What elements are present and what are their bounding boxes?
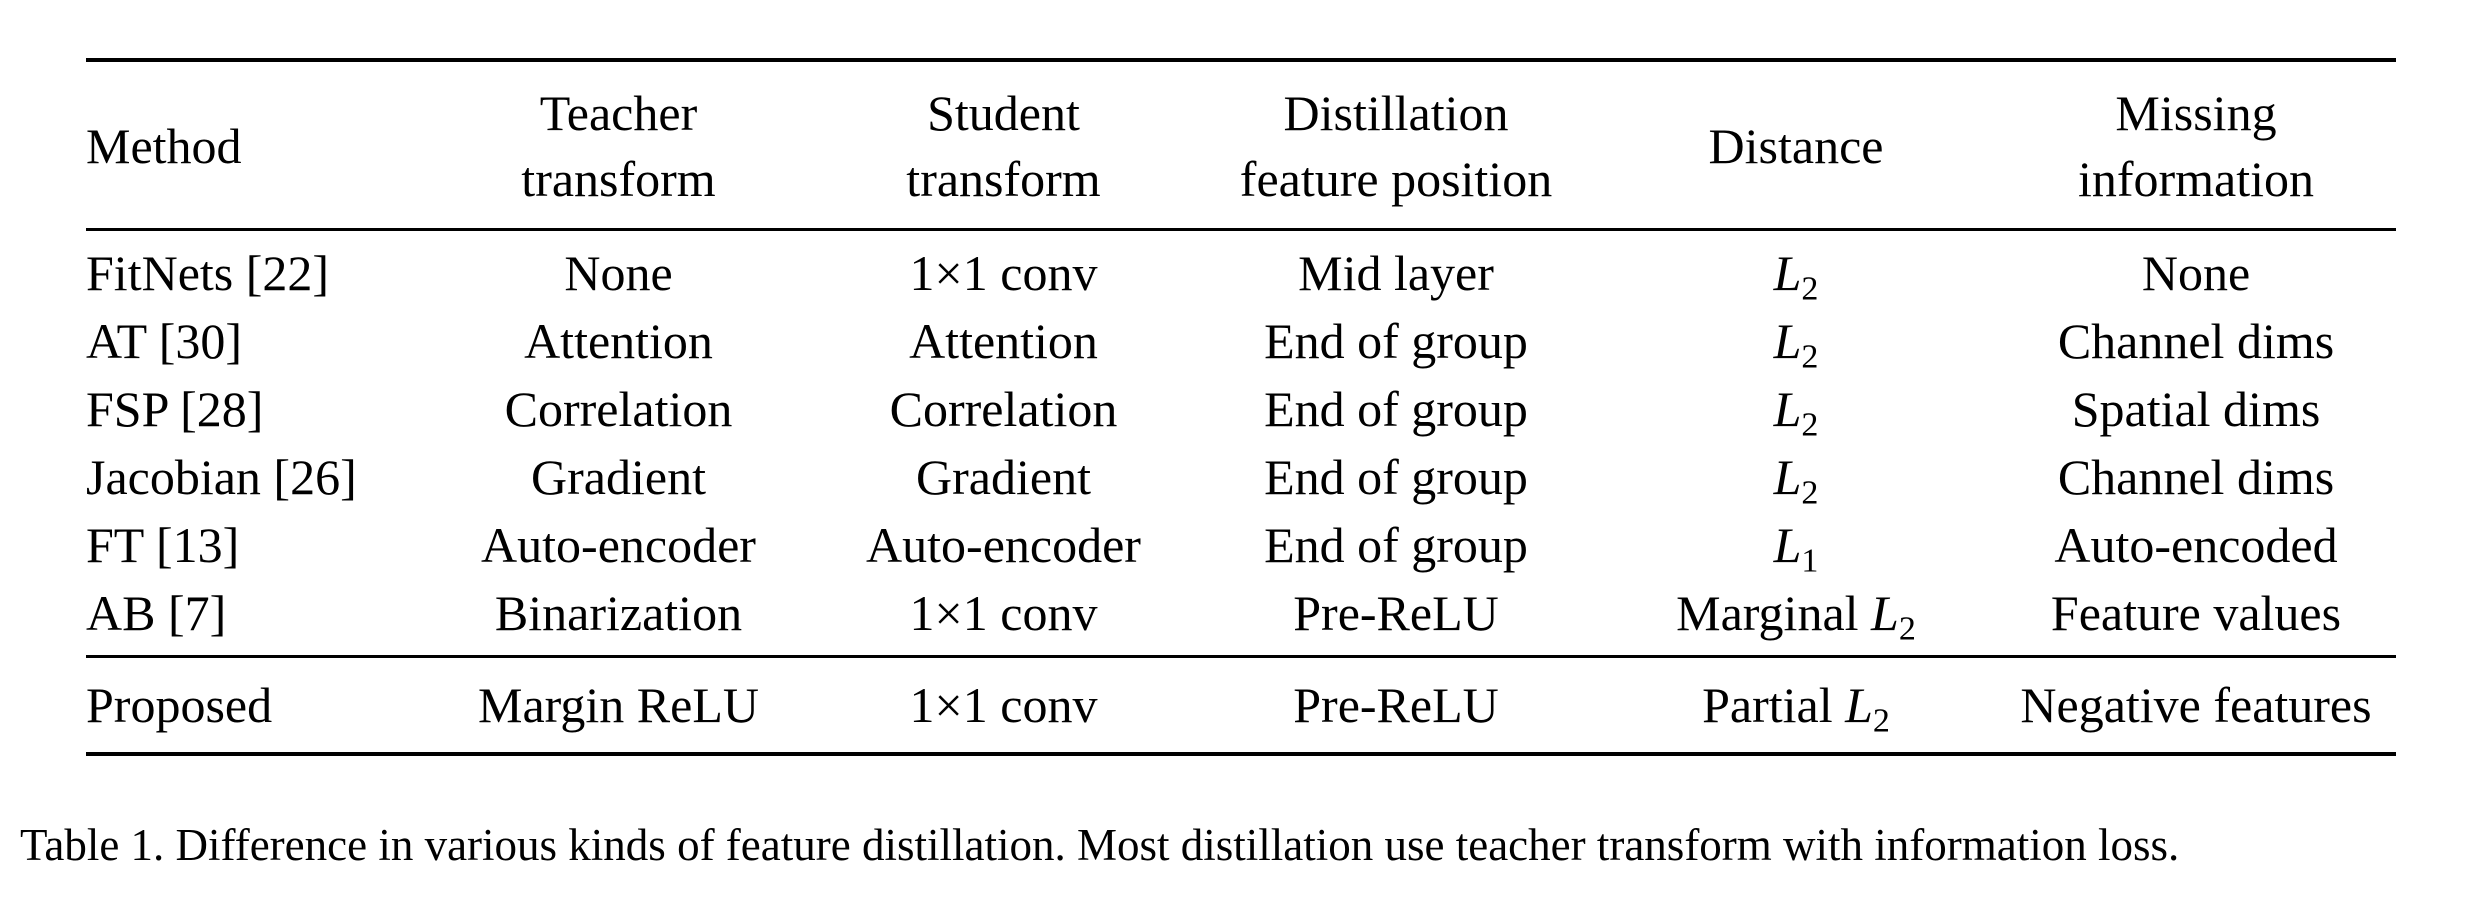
cell-feature-position: End of group <box>1264 517 1528 573</box>
cell-distance: Marginal L2 <box>1676 585 1916 648</box>
table-row: FitNets [22] None 1×1 conv Mid layer L2 None <box>86 230 2396 308</box>
cell-distance: L2 <box>1596 375 1996 443</box>
cell-teacher-transform: Attention <box>524 313 713 369</box>
table-row-proposed: Proposed Margin ReLU 1×1 conv Pre-ReLU Parti… <box>86 656 2396 754</box>
cell-teacher-transform: None <box>564 245 673 301</box>
cell-missing-information: Channel dims <box>2057 449 2335 505</box>
header-method-label: Method <box>86 118 242 174</box>
cell-feature-position: End of group <box>1264 313 1528 369</box>
math-subscript: 2 <box>1872 702 1890 740</box>
cell-distance: Partial L2 <box>1702 677 1890 740</box>
math-subscript: 2 <box>1801 270 1819 308</box>
header-student-transform-label: Student transform <box>906 85 1101 207</box>
cell-feature-position: Pre-ReLU <box>1293 677 1499 733</box>
cell-method: AT [30] <box>86 313 243 369</box>
feature-distillation-comparison-table: Method Teacher transform Student transfo… <box>86 58 2396 756</box>
cell-teacher-transform: Binarization <box>494 585 743 641</box>
cell-method: FT [13] <box>86 517 240 573</box>
math-symbol: L2 <box>1773 313 1819 376</box>
table-row: FT [13] Auto-encoder Auto-encoder End of gr… <box>86 511 2396 579</box>
header-method: Method <box>86 60 426 230</box>
header-teacher-transform: Teacher transform <box>426 60 811 230</box>
header-feature-position-label: Distillation feature position <box>1239 85 1553 207</box>
cell-method: Jacobian [26] <box>86 449 357 505</box>
cell-teacher-transform: Auto-encoder <box>481 517 756 573</box>
table-row: AB [7] Binarization 1×1 conv Pre-ReLU Margin… <box>86 579 2396 657</box>
cell-feature-position: End of group <box>1264 381 1528 437</box>
cell-missing-information: Spatial dims <box>2071 381 2321 437</box>
header-row: Method Teacher transform Student transfo… <box>86 60 2396 230</box>
header-feature-position: Distillation feature position <box>1196 60 1596 230</box>
cell-distance: L2 <box>1596 230 1996 308</box>
cell-teacher-transform: Gradient <box>531 449 706 505</box>
table-row: AT [30] Attention Attention End of group L2 C… <box>86 307 2396 375</box>
math-subscript: 2 <box>1801 474 1819 512</box>
cell-method: Proposed <box>86 677 273 733</box>
cell-method: AB [7] <box>86 585 227 641</box>
header-distance: Distance <box>1596 60 1996 230</box>
cell-missing-information: None <box>2141 245 2251 301</box>
cell-feature-position: Mid layer <box>1298 245 1494 301</box>
header-missing-information-label: Missing information <box>2077 85 2315 207</box>
cell-student-transform: Correlation <box>889 381 1118 437</box>
cell-student-transform: 1×1 conv <box>909 677 1098 733</box>
math-symbol: L2 <box>1845 677 1890 740</box>
cell-missing-information: Channel dims <box>2057 313 2335 369</box>
cell-missing-information: Auto-encoded <box>2054 517 2338 573</box>
math-subscript: 2 <box>1898 610 1916 648</box>
math-symbol: L1 <box>1773 517 1819 580</box>
cell-distance: L1 <box>1596 511 1996 579</box>
header-student-transform: Student transform <box>811 60 1196 230</box>
table-header: Method Teacher transform Student transfo… <box>86 60 2396 230</box>
math-subscript: 2 <box>1801 406 1819 444</box>
cell-student-transform: 1×1 conv <box>909 245 1098 301</box>
math-subscript: 2 <box>1801 338 1819 376</box>
header-distance-label: Distance <box>1708 118 1884 174</box>
cell-student-transform: Gradient <box>916 449 1091 505</box>
table-row: Jacobian [26] Gradient Gradient End of grou… <box>86 443 2396 511</box>
cell-feature-position: End of group <box>1264 449 1528 505</box>
cell-distance: L2 <box>1596 307 1996 375</box>
cell-student-transform: Attention <box>909 313 1098 369</box>
cell-teacher-transform: Correlation <box>504 381 733 437</box>
cell-method: FSP [28] <box>86 381 264 437</box>
table-caption: Table 1. Difference in various kinds of … <box>20 820 2180 870</box>
cell-distance: L2 <box>1596 443 1996 511</box>
cell-method: FitNets [22] <box>86 245 330 301</box>
math-symbol: L2 <box>1773 449 1819 512</box>
math-subscript: 1 <box>1801 542 1819 580</box>
table-row: FSP [28] Correlation Correlation End of gro… <box>86 375 2396 443</box>
header-missing-information: Missing information <box>1996 60 2396 230</box>
cell-student-transform: Auto-encoder <box>866 517 1141 573</box>
cell-missing-information: Feature values <box>2050 585 2342 641</box>
table-proposed-section: Proposed Margin ReLU 1×1 conv Pre-ReLU Parti… <box>86 656 2396 754</box>
math-symbol: L2 <box>1871 585 1916 648</box>
cell-feature-position: Pre-ReLU <box>1293 585 1499 641</box>
math-symbol: L2 <box>1773 245 1819 308</box>
cell-teacher-transform: Margin ReLU <box>478 677 759 733</box>
math-symbol: L2 <box>1773 381 1819 444</box>
cell-missing-information: Negative features <box>2020 677 2372 733</box>
cell-student-transform: 1×1 conv <box>909 585 1098 641</box>
header-teacher-transform-label: Teacher transform <box>521 85 716 207</box>
